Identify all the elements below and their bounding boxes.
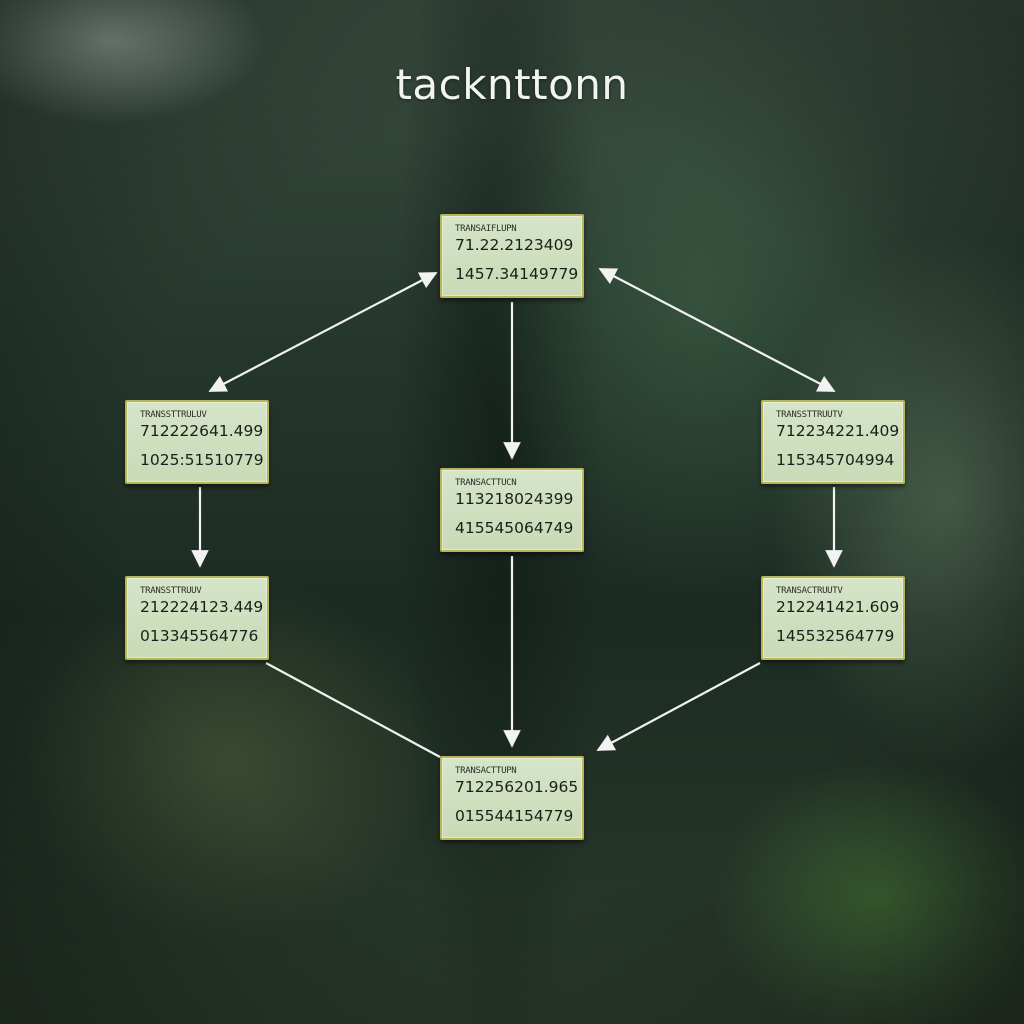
edge-top-right-upper: [598, 268, 836, 392]
node-label: TRANSACTTUCN: [455, 478, 517, 488]
node-value-primary: 712234221.409: [776, 422, 900, 440]
node-right-upper: TRANSSTTRUUTV 712234221.409 115345704994: [761, 400, 905, 484]
node-value-secondary: 013345564776: [140, 627, 259, 645]
node-value-primary: 712256201.965: [455, 778, 579, 796]
node-value-primary: 212224123.449: [140, 598, 264, 616]
edge-top-left-upper: [208, 272, 438, 392]
node-value-primary: 71.22.2123409: [455, 236, 574, 254]
edge-right-lower-bottom: [596, 662, 761, 751]
node-label: TRANSACTRUUTV: [776, 586, 843, 596]
node-center: TRANSACTTUCN 113218024399 415545064749: [440, 468, 584, 552]
node-right-lower: TRANSACTRUUTV 212241421.609 145532564779: [761, 576, 905, 660]
node-label: TRANSSTTRUUV: [140, 586, 202, 596]
node-label: TRANSSTTRUUTV: [776, 410, 843, 420]
node-value-secondary: 115345704994: [776, 451, 895, 469]
node-value-secondary: 1025:51510779: [140, 451, 264, 469]
node-value-secondary: 415545064749: [455, 519, 574, 537]
node-value-primary: 212241421.609: [776, 598, 900, 616]
edge-left-lower-bottom: [265, 662, 441, 758]
node-value-primary: 113218024399: [455, 490, 574, 508]
node-top: TRANSAIFLUPN 71.22.2123409 1457.34149779: [440, 214, 584, 298]
node-value-secondary: 1457.34149779: [455, 265, 579, 283]
node-value-secondary: 015544154779: [455, 807, 574, 825]
node-bottom: TRANSACTTUPN 712256201.965 015544154779: [440, 756, 584, 840]
diagram-title: tacknttonn: [395, 60, 629, 109]
node-left-lower: TRANSSTTRUUV 212224123.449 013345564776: [125, 576, 269, 660]
node-left-upper: TRANSSTTRULUV 712222641.499 1025:5151077…: [125, 400, 269, 484]
node-label: TRANSSTTRULUV: [140, 410, 207, 420]
node-value-secondary: 145532564779: [776, 627, 895, 645]
node-label: TRANSACTTUPN: [455, 766, 517, 776]
node-value-primary: 712222641.499: [140, 422, 264, 440]
node-label: TRANSAIFLUPN: [455, 224, 517, 234]
